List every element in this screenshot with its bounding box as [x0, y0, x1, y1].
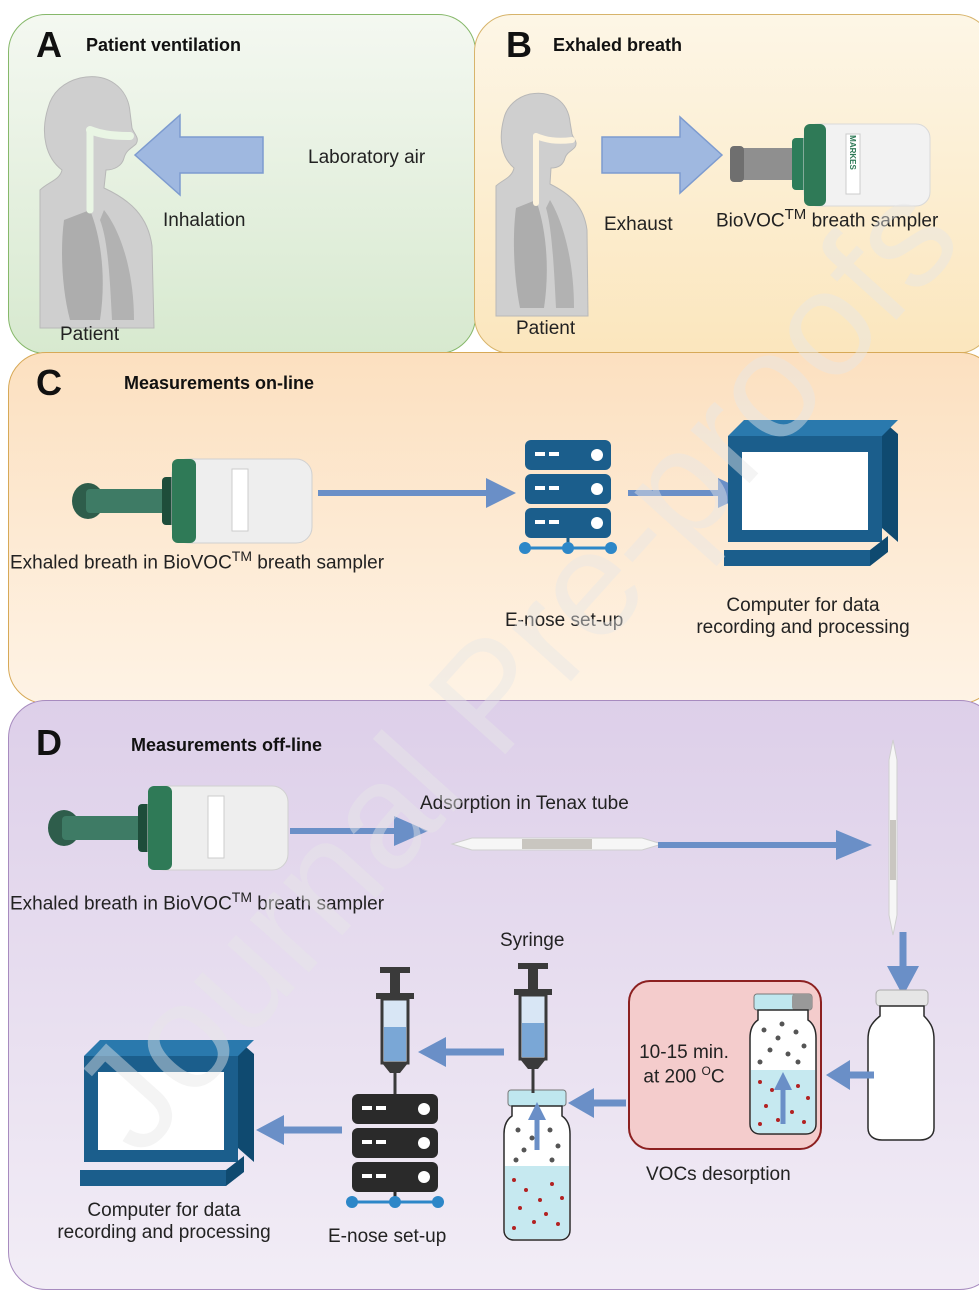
breath-c-label: Exhaled breath in BioVOCTM breath sample…	[10, 548, 384, 574]
breath-c-tm: TM	[231, 548, 253, 564]
d-arrow-1	[290, 816, 428, 846]
heating-unit: C	[710, 1066, 725, 1088]
laboratory-air-label: Laboratory air	[308, 147, 426, 168]
panel-b-letter: B	[506, 24, 532, 65]
patient-b-label: Patient	[516, 318, 576, 339]
biovoc-sampler-b-label: BioVOCTM breath sampler	[716, 206, 938, 232]
d-arrow-to-computer	[256, 1115, 342, 1145]
panel-c-title: Measurements on-line	[124, 373, 315, 393]
breath-d-tm: TM	[231, 889, 253, 905]
inhalation-label: Inhalation	[163, 210, 246, 231]
computer-d-icon	[80, 1040, 254, 1186]
c-arrow-1	[318, 478, 516, 508]
biovoc-b-main: BioVOC	[716, 210, 785, 232]
d-arrow-2	[658, 830, 872, 860]
patient-head-a-illustration	[39, 76, 155, 329]
exhaust-arrow	[601, 115, 724, 195]
panel-c-letter: C	[36, 362, 62, 403]
enose-d-label: E-nose set-up	[328, 1226, 447, 1247]
panel-d-title: Measurements off-line	[131, 735, 323, 755]
d-arrow-to-sample-vial	[568, 1088, 626, 1118]
breath-d-main: Exhaled breath in BioVOC	[10, 893, 232, 915]
tenax-tube-horizontal	[450, 837, 664, 851]
heated-vial	[749, 993, 817, 1135]
computer-d-label: Computer for data recording and processi…	[8, 1200, 320, 1244]
d-arrow-to-heater	[826, 1060, 874, 1090]
breath-sampler-b-illustration	[730, 123, 931, 207]
heating-temp-deg: O	[701, 1064, 711, 1078]
breath-d-rest: breath sampler	[252, 893, 385, 915]
biovoc-b-tm: TM	[784, 206, 807, 223]
syringe-left-icon	[376, 967, 414, 1097]
sampler-b-brand: MARKES	[847, 135, 857, 170]
breath-c-main: Exhaled breath in BioVOC	[10, 552, 232, 574]
breath-sampler-d-illustration	[48, 785, 289, 871]
computer-d-line2: recording and processing	[57, 1222, 271, 1243]
biovoc-b-rest: breath sampler	[806, 210, 939, 232]
breath-c-rest: breath sampler	[252, 552, 385, 574]
d-arrow-syringe-to-syringe	[418, 1037, 504, 1067]
computer-c-icon	[724, 420, 898, 566]
d-arrow-down	[887, 932, 919, 996]
syringe-label: Syringe	[500, 930, 565, 951]
tenax-tube-vertical	[888, 739, 898, 936]
breath-d-label: Exhaled breath in BioVOCTM breath sample…	[10, 889, 384, 915]
desorption-label: VOCs desorption	[646, 1164, 791, 1185]
enose-c-icon	[519, 440, 617, 554]
panel-a-letter: A	[36, 24, 62, 65]
enose-d-icon	[346, 1094, 444, 1208]
computer-c-line1: Computer for data	[726, 595, 880, 616]
enose-c-label: E-nose set-up	[505, 610, 624, 631]
computer-c-line2: recording and processing	[696, 617, 910, 638]
computer-d-line1: Computer for data	[87, 1200, 241, 1221]
heating-label: 10-15 min. at 200 OC	[634, 1042, 734, 1088]
exhaust-label: Exhaust	[604, 214, 673, 235]
empty-vial	[867, 989, 935, 1141]
patient-a-label: Patient	[60, 324, 120, 345]
panel-d-letter: D	[36, 722, 62, 763]
heating-time: 10-15 min.	[639, 1042, 729, 1063]
inhalation-arrow	[133, 113, 264, 197]
panel-a-title: Patient ventilation	[86, 35, 242, 55]
sample-vial	[503, 1089, 571, 1241]
heating-temp: at 200	[643, 1066, 702, 1088]
tenax-label: Adsorption in Tenax tube	[420, 793, 629, 814]
breath-sampler-c-illustration	[72, 458, 313, 544]
patient-head-b-illustration	[495, 92, 589, 317]
syringe-right-icon	[514, 963, 552, 1093]
panel-b-title: Exhaled breath	[553, 35, 683, 55]
computer-c-label: Computer for data recording and processi…	[668, 595, 938, 639]
